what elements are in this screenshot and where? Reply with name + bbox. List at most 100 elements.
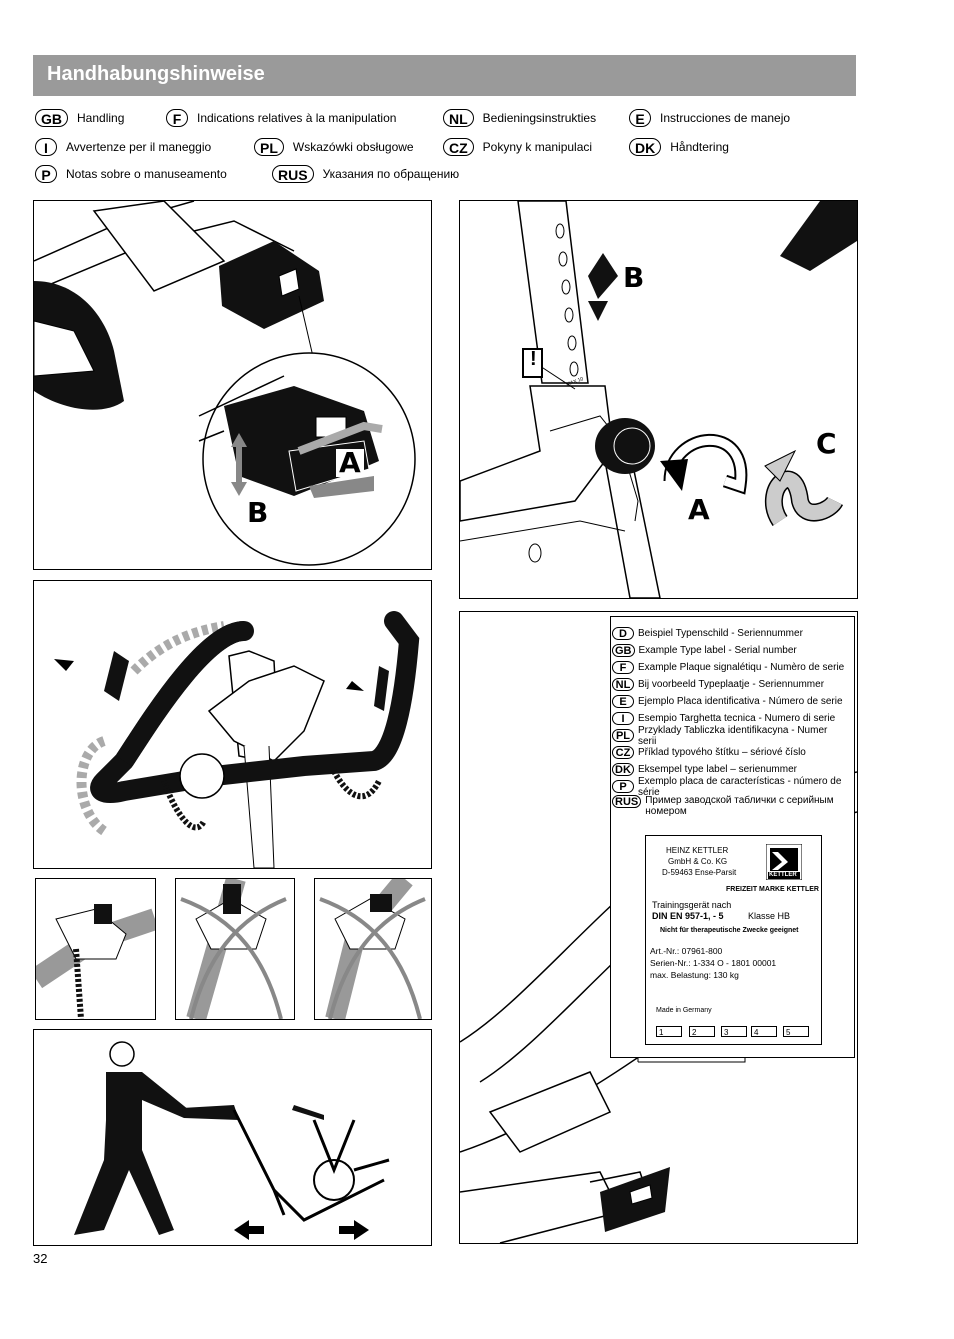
lang-f: F Indications relatives à la manipulation bbox=[166, 109, 396, 127]
lang-badge: P bbox=[612, 780, 634, 793]
plate-made: Made in Germany bbox=[656, 1007, 712, 1014]
lang-badge: NL bbox=[612, 678, 634, 691]
label-a: A bbox=[336, 449, 364, 477]
lang-text: Notas sobre o manuseamento bbox=[66, 167, 227, 181]
page-number: 32 bbox=[33, 1251, 48, 1266]
plate-serial: Serien-Nr.: 1-334 O - 1801 00001 bbox=[650, 958, 777, 968]
lang-text: Avvertenze per il maneggio bbox=[66, 140, 212, 154]
type-label-row: F Example Plaque signalétiqu - Numèro de … bbox=[612, 659, 848, 676]
plate-training: Trainingsgerät nach bbox=[652, 900, 732, 910]
type-label-row: I Esempio Targhetta tecnica - Numero di s… bbox=[612, 710, 848, 727]
figure-grip-wrong-2 bbox=[314, 878, 432, 1020]
lang-badge: NL bbox=[443, 109, 474, 127]
page-title: Handhabungshinweise bbox=[47, 63, 265, 85]
lang-badge: P bbox=[35, 165, 57, 183]
lang-p: P Notas sobre o manuseamento bbox=[35, 165, 227, 183]
row-text: Eksempel type label – serienummer bbox=[638, 764, 797, 775]
plate-box: 3 bbox=[721, 1026, 747, 1037]
plate-note: Nicht für therapeutische Zwecke geeignet bbox=[660, 927, 799, 934]
lang-badge: DK bbox=[629, 138, 662, 156]
plate-box: 1 bbox=[656, 1026, 682, 1037]
type-label-row: DK Eksempel type label – serienummer bbox=[612, 761, 848, 778]
lang-badge: DK bbox=[612, 763, 634, 776]
figure-grip-correct bbox=[35, 878, 156, 1020]
figure-pedal-adjust: A B bbox=[33, 200, 432, 570]
plate-brand: FREIZEIT MARKE KETTLER bbox=[726, 886, 819, 893]
row-text: Example Type label - Serial number bbox=[638, 645, 797, 656]
lang-text: Handling bbox=[77, 111, 125, 125]
label-a: A bbox=[688, 493, 710, 526]
lang-e: E Instrucciones de manejo bbox=[629, 109, 790, 127]
lang-badge: E bbox=[612, 695, 634, 708]
lang-gb: GB Handling bbox=[35, 109, 124, 127]
lang-badge: PL bbox=[612, 729, 634, 742]
header-bar: Handhabungshinweise bbox=[33, 55, 856, 96]
lang-dk: DK Håndtering bbox=[629, 138, 729, 156]
plate-logo-text: KETTLER bbox=[769, 872, 797, 878]
kettler-logo-icon bbox=[766, 844, 802, 880]
plate-box: 5 bbox=[783, 1026, 809, 1037]
lang-nl: NL Bedieningsinstrukties bbox=[443, 109, 596, 127]
warning-icon: ! bbox=[530, 348, 537, 370]
lang-text: Bedieningsinstrukties bbox=[482, 111, 597, 125]
lang-rus: RUS Указания по обращению bbox=[272, 165, 459, 183]
lang-text: Wskazówki obsługowe bbox=[292, 140, 414, 154]
lang-badge: RUS bbox=[612, 795, 642, 808]
figure-grip-wrong-1 bbox=[175, 878, 295, 1020]
plate-standard: DIN EN 957-1, - 5 bbox=[652, 911, 724, 921]
lang-text: Instrucciones de manejo bbox=[660, 111, 791, 125]
lang-badge: I bbox=[612, 712, 634, 725]
lang-text: Pokyny k manipulaci bbox=[482, 140, 593, 154]
type-plate: HEINZ KETTLER GmbH & Co. KG D-59463 Ense… bbox=[645, 835, 822, 1045]
row-text: Bij voorbeeld Typeplaatje - Seriennummer bbox=[638, 679, 825, 690]
type-label-row: D Beispiel Typenschild - Seriennummer bbox=[612, 625, 848, 642]
plate-class: Klasse HB bbox=[748, 911, 791, 921]
lang-text: Указания по обращению bbox=[322, 167, 460, 181]
row-text: Beispiel Typenschild - Seriennummer bbox=[638, 628, 803, 639]
plate-art: Art.-Nr.: 07961-800 bbox=[650, 946, 723, 956]
type-label-row: PL Przyklady Tabliczka identifikacyna - N… bbox=[612, 724, 848, 747]
row-text: Example Plaque signalétiqu - Numèro de s… bbox=[638, 662, 845, 673]
lang-badge: E bbox=[629, 109, 651, 127]
lang-badge: I bbox=[35, 138, 57, 156]
type-label-row: CZ Příklad typového štítku – sériové čísl… bbox=[612, 744, 848, 761]
row-text: Esempio Targhetta tecnica - Numero di se… bbox=[638, 713, 836, 724]
lang-text: Indications relatives à la manipulation bbox=[197, 111, 397, 125]
plate-company: HEINZ KETTLER bbox=[666, 846, 729, 855]
lang-text: Håndtering bbox=[670, 140, 729, 154]
plate-company: GmbH & Co. KG bbox=[668, 857, 728, 866]
row-text: Exemplo placa de características - númer… bbox=[638, 775, 842, 798]
lang-cz: CZ Pokyny k manipulaci bbox=[443, 138, 592, 156]
plate-load: max. Belastung: 130 kg bbox=[650, 970, 739, 980]
lang-badge: D bbox=[612, 627, 634, 640]
row-text: Przyklady Tabliczka identifikacyna - Num… bbox=[638, 724, 828, 747]
type-label-row: P Exemplo placa de características - núme… bbox=[612, 775, 848, 798]
lang-pl: PL Wskazówki obsługowe bbox=[254, 138, 414, 156]
row-text: Příklad typového štítku – sériové číslo bbox=[638, 747, 806, 758]
label-b: B bbox=[247, 496, 269, 529]
type-label-row: E Ejemplo Placa identificativa - Número d… bbox=[612, 693, 848, 710]
plate-address: D-59463 Ense-Parsit bbox=[662, 868, 737, 877]
lang-badge: RUS bbox=[272, 165, 314, 183]
figure-seat-post: ! MAX 10 B A C bbox=[459, 200, 858, 599]
plate-box: 4 bbox=[751, 1026, 777, 1037]
lang-badge: F bbox=[612, 661, 634, 674]
label-b: B bbox=[623, 261, 645, 294]
label-c: C bbox=[816, 427, 837, 460]
plate-box: 2 bbox=[689, 1026, 715, 1037]
figure-transport bbox=[33, 1029, 432, 1246]
lang-badge: PL bbox=[254, 138, 284, 156]
lang-badge: GB bbox=[612, 644, 635, 657]
lang-badge: GB bbox=[35, 109, 68, 127]
type-label-row: NL Bij voorbeeld Typeplaatje - Seriennumm… bbox=[612, 676, 848, 693]
lang-badge: CZ bbox=[443, 138, 474, 156]
row-text: Ejemplo Placa identificativa - Número de… bbox=[638, 696, 843, 707]
row-text: Пример заводской таблички с серийным ном… bbox=[645, 795, 834, 817]
figure-handlebar-sensors bbox=[33, 580, 432, 869]
lang-i: I Avvertenze per il maneggio bbox=[35, 138, 211, 156]
lang-badge: F bbox=[166, 109, 188, 127]
lang-badge: CZ bbox=[612, 746, 634, 759]
